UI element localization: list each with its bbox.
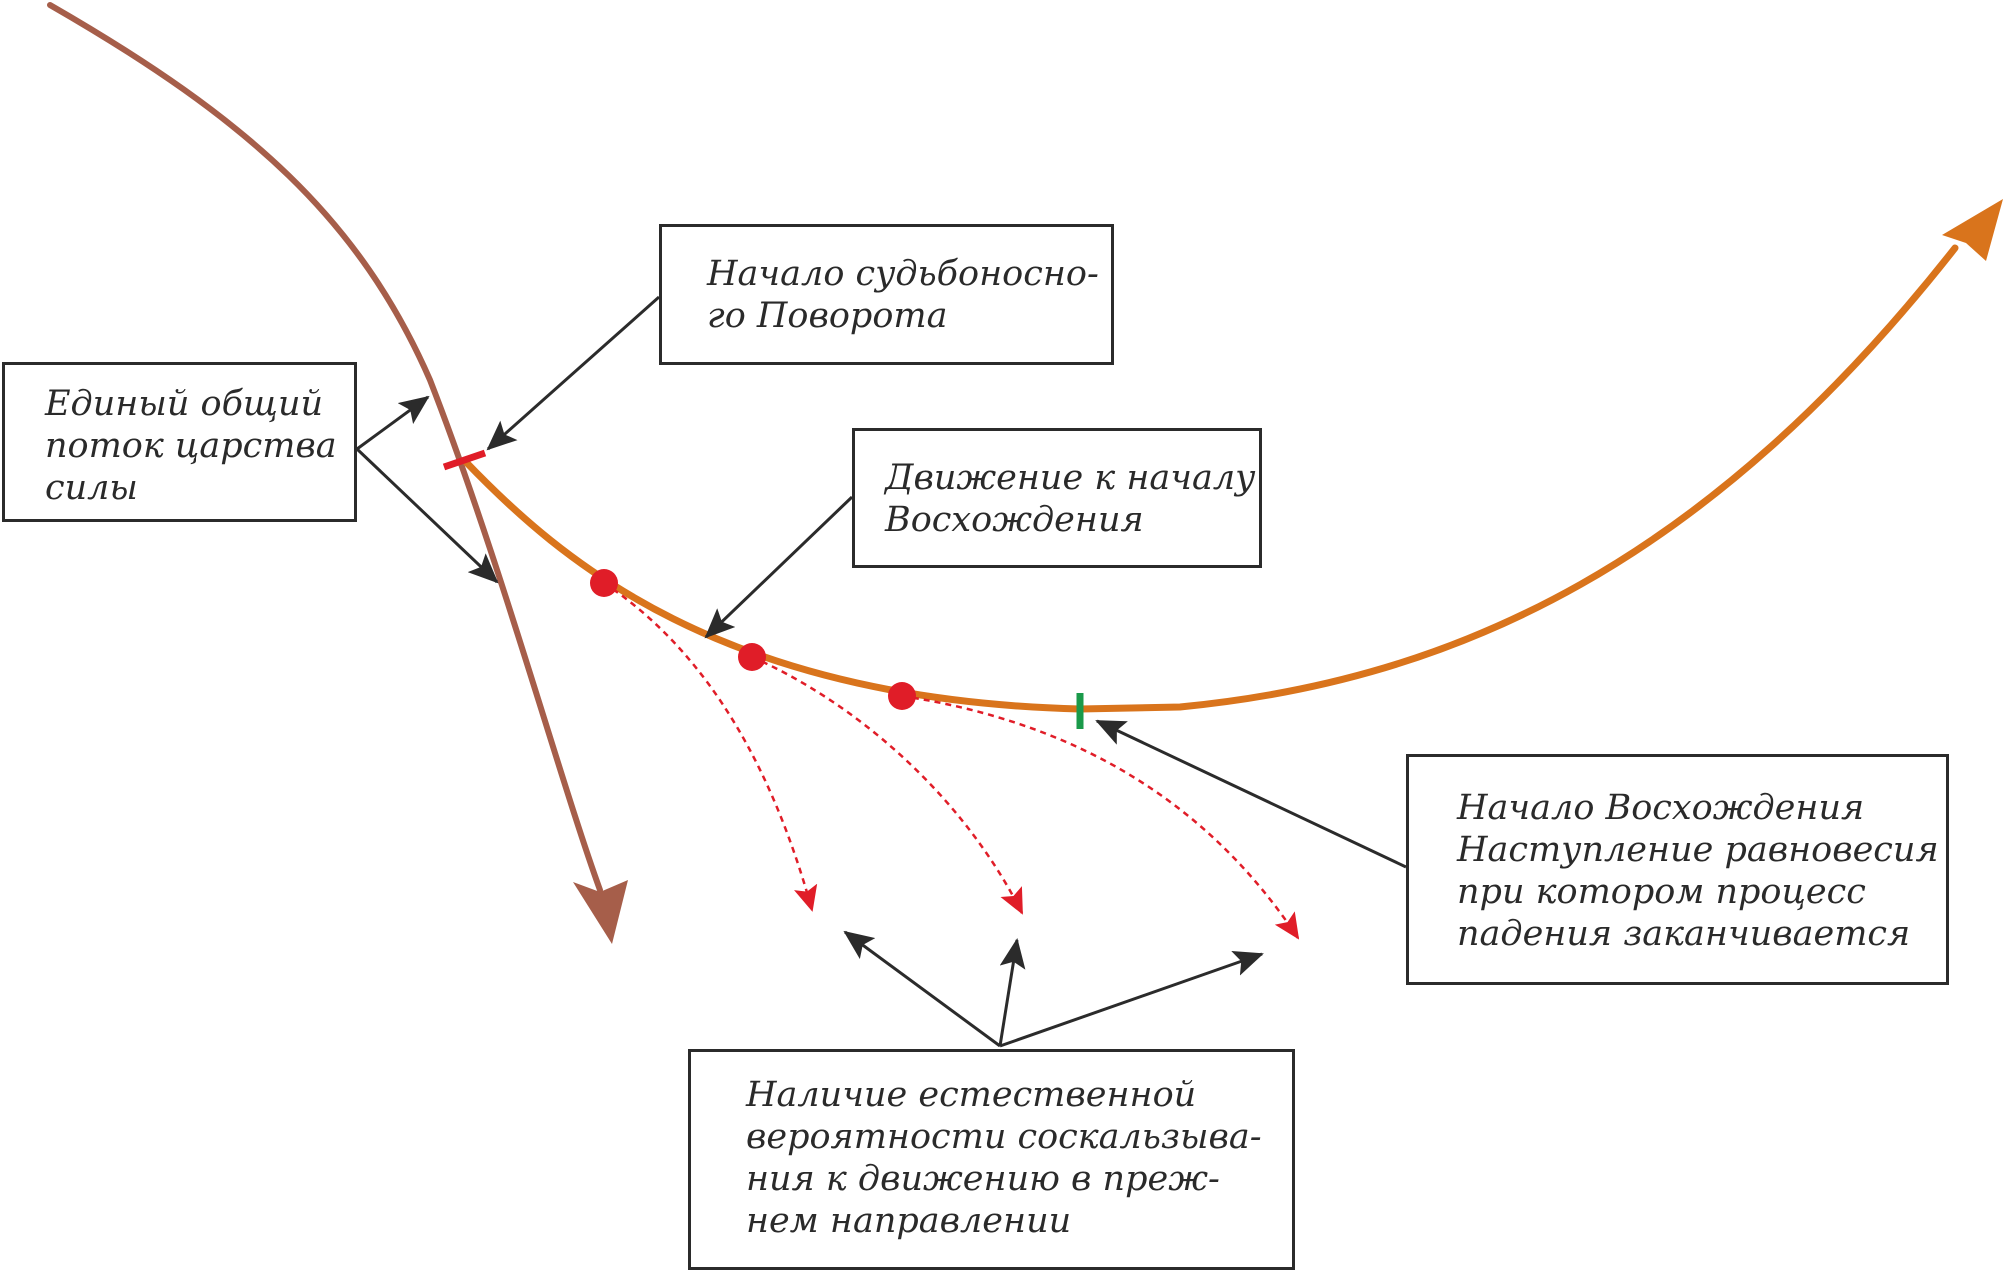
pointer-slip-2 [998,938,1026,1047]
shared-stream-box: Единый общий поток царства силы [2,362,357,522]
ascent-start-label: Начало Восхождения Наступление равновеси… [1457,788,1939,954]
ascent-start-box: Начало Восхождения Наступление равновеси… [1406,754,1949,985]
pointer-shared-up [356,395,430,451]
main-stream-line [47,2,603,893]
pointer-slip-3 [999,951,1264,1048]
shared-stream-label: Единый общий поток царства силы [45,384,337,508]
main-stream-arrowhead [573,880,628,944]
slip-point-2 [738,643,766,671]
slip-probability-box: Наличие естественной вероятности соскаль… [688,1049,1295,1270]
pointer-slip-1 [843,930,1001,1048]
slip-point-3 [888,682,916,710]
turn-start-box: Начало судьбоносно- го Поворота [659,224,1114,365]
turn-start-marker [442,449,487,471]
slip-point-1 [590,569,618,597]
pointer-ascent-start [1095,719,1407,869]
ascent-path-arrowhead [1942,199,2003,261]
pointer-turn-start [486,295,660,451]
slip-path-1 [603,581,818,912]
movement-label: Движение к началу Восхождения [885,458,1256,540]
turn-start-label: Начало судьбоносно- го Поворота [707,254,1099,336]
movement-box: Движение к началу Восхождения [852,428,1262,568]
slip-probability-label: Наличие естественной вероятности соскаль… [746,1075,1262,1241]
pointer-movement [704,495,854,639]
slip-path-3 [901,694,1300,940]
slip-path-2 [751,655,1024,915]
pointer-shared-down [355,447,499,584]
